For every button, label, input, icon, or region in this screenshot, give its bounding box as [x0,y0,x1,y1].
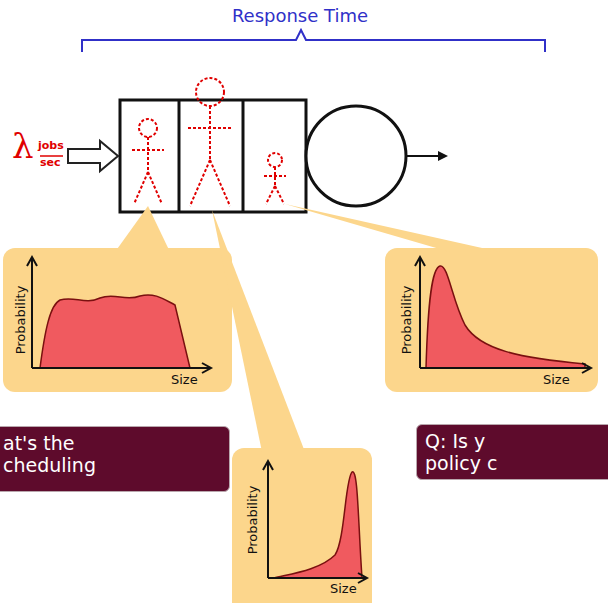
queue-buffer [120,100,306,212]
arrow-head [438,151,448,161]
distribution-graphs [27,257,591,583]
axis-label: Size [171,372,198,387]
question-box: Q: Is y policy c [416,424,608,480]
axis-label: Size [330,581,357,596]
lambda-symbol: λ [12,128,34,165]
queue-divider [178,100,181,212]
queue-divider [242,100,245,212]
axis-label-vertical: Probability [13,286,28,355]
question-text: Q: Is y policy c [425,431,517,475]
question-text: at's the cheduling [3,433,115,477]
question-box: at's the cheduling [0,426,230,492]
rate-unit: sec [40,157,61,169]
departure-arrow [406,155,440,157]
server-circle [306,106,406,206]
axis-label-vertical: Probability [399,286,414,355]
distribution-callout: ProbabilitySize [3,248,232,392]
bracket [82,30,545,52]
arrival-arrow [68,141,118,171]
distribution-callout: ProbabilitySize [232,448,372,603]
axis-label: Size [543,372,570,387]
callout-shapes [3,204,598,603]
title-label: Response Time [220,6,380,26]
axis-label-vertical: Probability [245,486,260,555]
distribution-callout: ProbabilitySize [385,248,598,392]
rate-unit: jobs [38,140,64,152]
stick-figures [132,78,286,206]
